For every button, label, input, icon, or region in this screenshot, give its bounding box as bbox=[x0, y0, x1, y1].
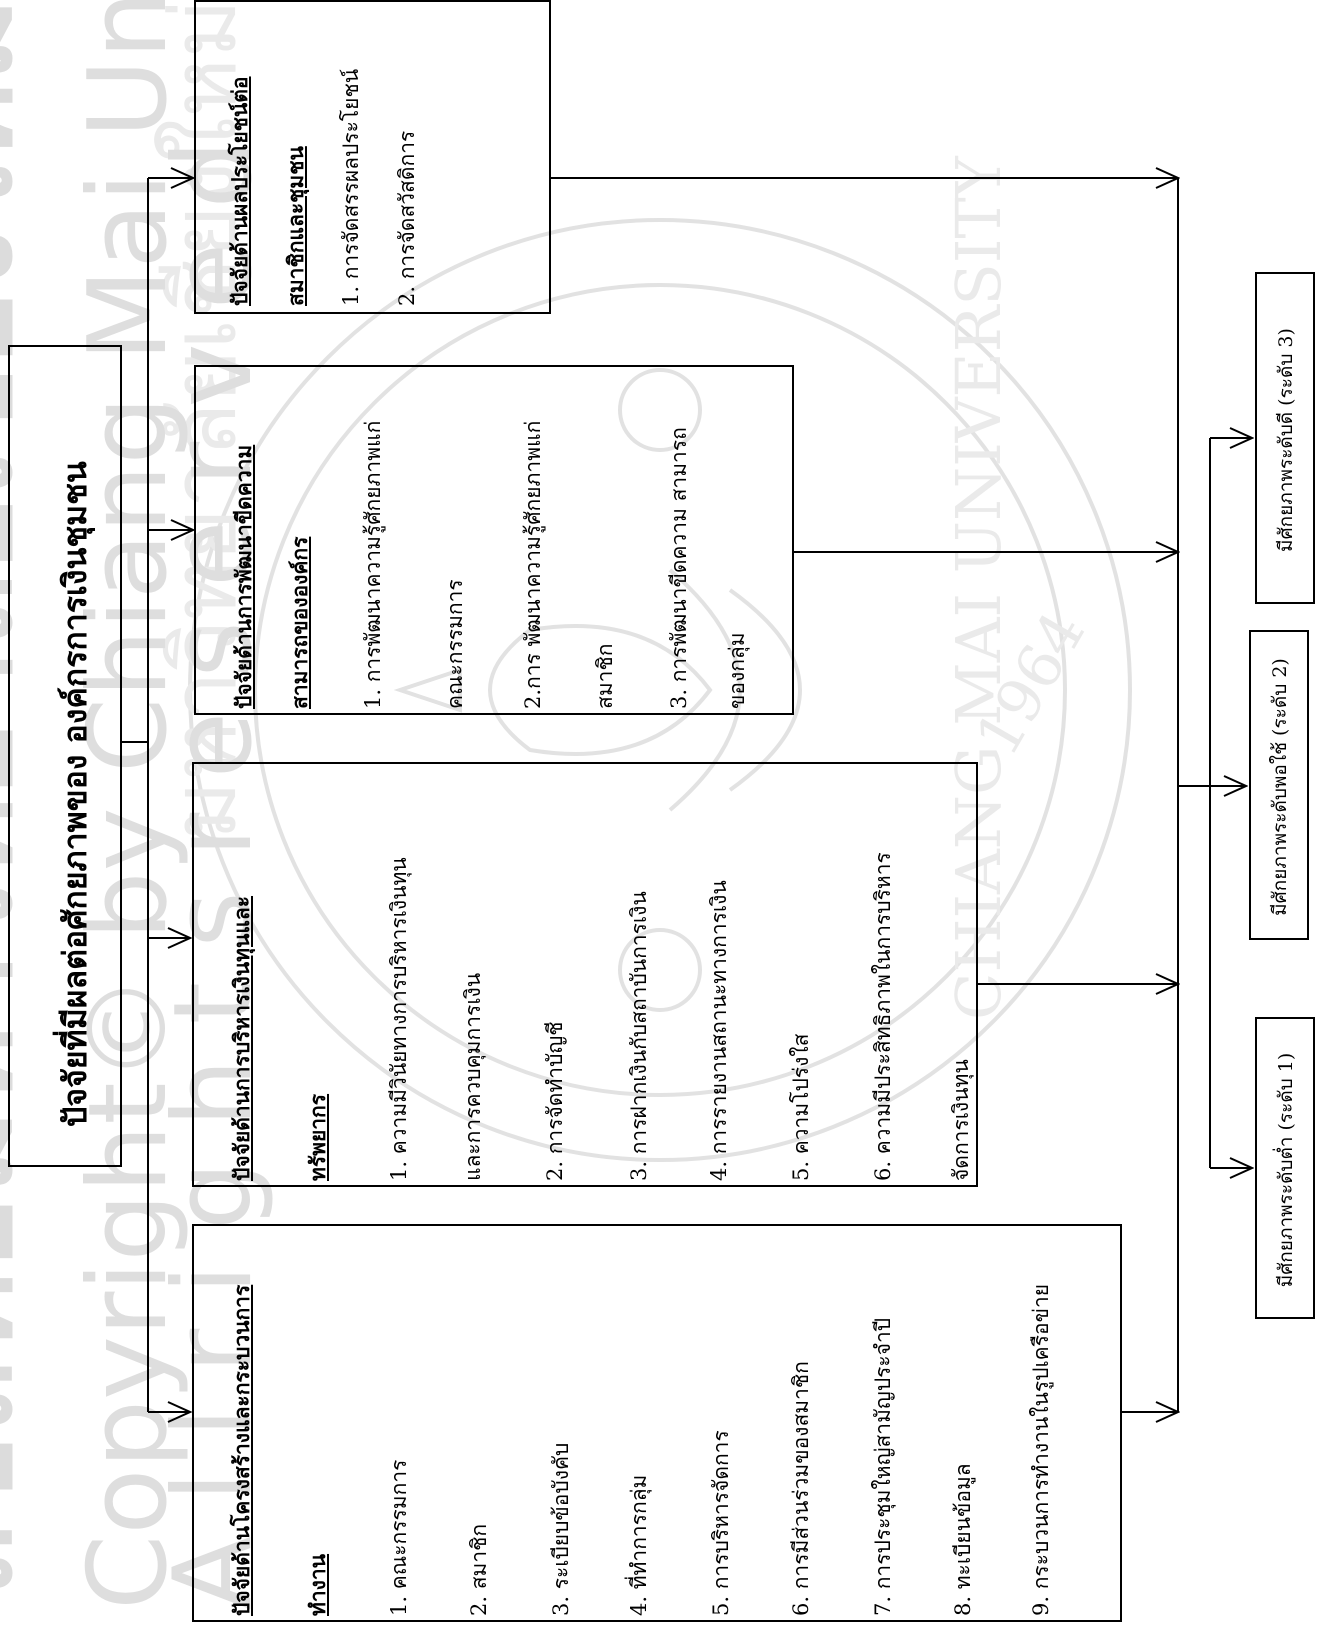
factor-1-item: 1. คณะกรรมการ bbox=[387, 1459, 411, 1616]
factor-3-heading-1: ปัจจัยด้านการพัฒนาขีดความ bbox=[231, 444, 256, 709]
diagram-title: ปัจจัยที่มีผลต่อศักยภาพของ องค์กรการเงิน… bbox=[56, 461, 94, 1127]
factor-3-item: สมาชิก bbox=[593, 643, 617, 709]
factor-box-structure: ปัจจัยด้านโครงสร้างและกระบวนการ ทำงาน 1.… bbox=[192, 1224, 1122, 1622]
factor-2-item: 6. ความมีประสิทธิภาพในการบริหาร bbox=[871, 852, 895, 1181]
title-box: ปัจจัยที่มีผลต่อศักยภาพของ องค์กรการเงิน… bbox=[8, 345, 122, 1167]
factor-3-item: 1. การพัฒนาความรู้ศักยภาพแก่ bbox=[361, 420, 385, 709]
outcome-box-level-3: มีศักยภาพระดับดี (ระดับ 3) bbox=[1255, 272, 1315, 604]
factor-box-benefits: ปัจจัยด้านผลประโยชน์ต่อ สมาชิกและชุมชน 1… bbox=[194, 0, 551, 314]
factor-2-item: 5. ความโปร่งใส bbox=[789, 1033, 813, 1181]
factor-4-item: 1. การจัดสรรผลประโยชน์ bbox=[339, 68, 363, 306]
factor-1-item: 2. สมาชิก bbox=[467, 1523, 491, 1616]
factor-4-item: 2. การจัดสวัสดิการ bbox=[395, 130, 419, 306]
factor-1-item: 5. การบริหารจัดการ bbox=[709, 1430, 733, 1616]
factor-box-finance: ปัจจัยด้านการบริหารเงินทุนและ ทรัพยากร 1… bbox=[192, 762, 978, 1187]
factor-3-heading-2: สามารถขององค์กร bbox=[287, 536, 312, 709]
outcome-label-level-1: มีศักยภาพระดับต่ำ (ระดับ 1) bbox=[1275, 1052, 1297, 1288]
factor-3-item: คณะกรรมการ bbox=[443, 579, 467, 709]
factor-2-item: 1. ความมีวินัยทางการบริหารเงินทุน bbox=[387, 857, 411, 1181]
factor-1-item: 9. กระบวนการทำงานในรูปเครือข่าย bbox=[1029, 1283, 1053, 1616]
outcome-box-level-2: มีศักยภาพระดับพอใช้ (ระดับ 2) bbox=[1249, 630, 1309, 940]
factor-2-heading-2: ทรัพยากร bbox=[305, 1093, 330, 1181]
factor-3-item: 2.การ พัฒนาความรู้ศักยภาพแก่ bbox=[521, 420, 545, 709]
factor-1-item: 7. การประชุมใหญ่สามัญประจำปี bbox=[871, 1317, 895, 1616]
factor-2-item: และการควบคุมการเงิน bbox=[461, 972, 485, 1181]
factor-1-item: 3. ระเบียบข้อบังคับ bbox=[549, 1442, 573, 1616]
factor-3-item: ของกลุ่ม bbox=[725, 632, 749, 709]
outcome-box-level-1: มีศักยภาพระดับต่ำ (ระดับ 1) bbox=[1255, 1017, 1315, 1319]
outcome-label-level-3: มีศักยภาพระดับดี (ระดับ 3) bbox=[1275, 328, 1297, 552]
factor-3-item: 3. การพัฒนาขีดความ สามารถ bbox=[667, 427, 691, 709]
factor-1-item: 8. ทะเบียนข้อมูล bbox=[951, 1463, 975, 1616]
factor-2-item: 4. การรายงานสถานะทางการเงิน bbox=[707, 880, 731, 1181]
outcome-label-level-2: มีศักยภาพระดับพอใช้ (ระดับ 2) bbox=[1269, 658, 1291, 916]
factor-1-heading-2: ทำงาน bbox=[305, 1553, 330, 1616]
factor-2-heading-1: ปัจจัยด้านการบริหารเงินทุนและ bbox=[229, 895, 254, 1181]
factor-1-heading-1: ปัจจัยด้านโครงสร้างและกระบวนการ bbox=[229, 1284, 254, 1616]
factor-box-capacity: ปัจจัยด้านการพัฒนาขีดความ สามารถขององค์ก… bbox=[194, 365, 794, 715]
factor-2-item: 3. การฝากเงินกับสถาบันการเงิน bbox=[627, 891, 651, 1181]
factor-2-item: 2. การจัดทำบัญชี bbox=[543, 1021, 567, 1181]
factor-1-item: 6. การมีส่วนร่วมของสมาชิก bbox=[789, 1361, 813, 1616]
factor-2-item: จัดการเงินทุน bbox=[949, 1059, 973, 1181]
factor-1-item: 4. ที่ทำการกลุ่ม bbox=[627, 1474, 651, 1616]
factor-4-heading-1: ปัจจัยด้านผลประโยชน์ต่อ bbox=[227, 76, 252, 306]
factor-4-heading-2: สมาชิกและชุมชน bbox=[283, 146, 308, 306]
